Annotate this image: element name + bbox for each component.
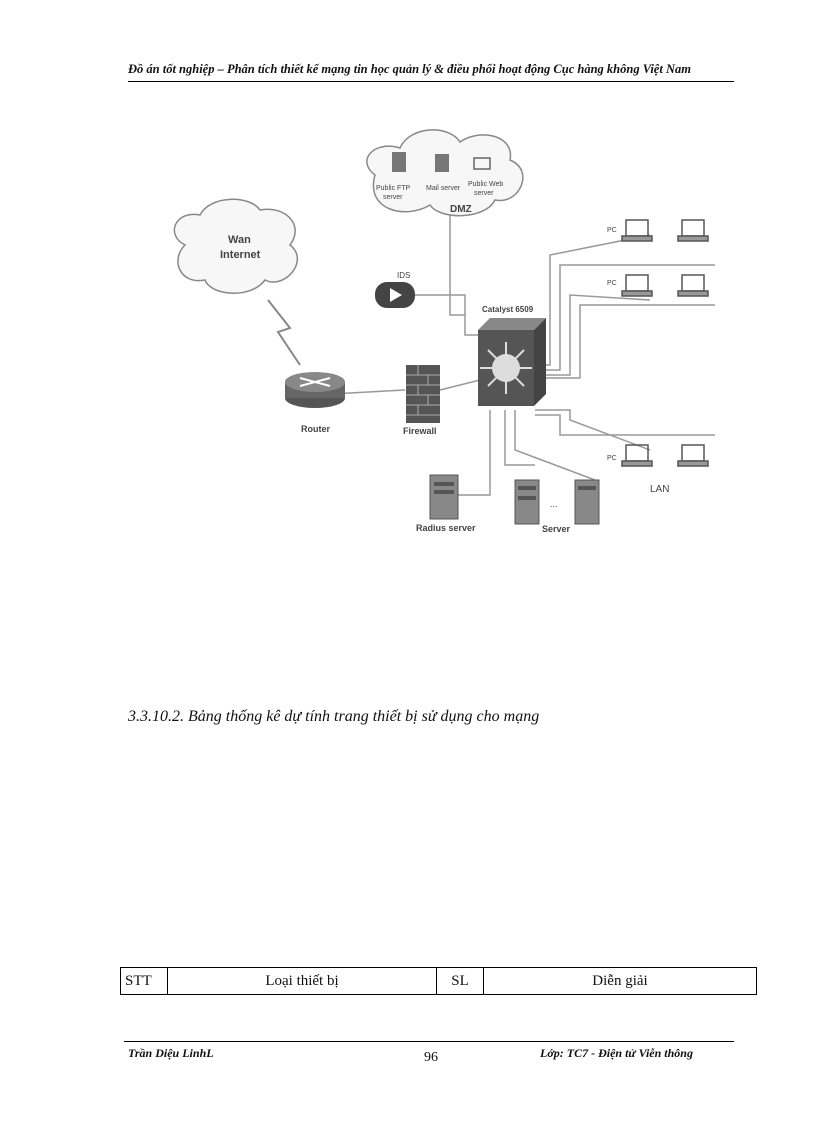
radius-server-icon	[429, 474, 459, 520]
wan-label: Wan	[228, 234, 251, 246]
router-label: Router	[301, 424, 330, 434]
pc-group	[621, 219, 709, 467]
pc-label-3: PC	[607, 455, 617, 462]
catalyst-switch: Catalyst 6509	[478, 305, 546, 406]
radius-server-label: Radius server	[416, 523, 476, 533]
pc-icon-6	[681, 444, 705, 462]
mail-server-label: Mail server	[426, 185, 461, 192]
ids-icon	[390, 288, 402, 302]
column-header-description: Diễn giải	[483, 967, 757, 995]
footer-rule	[124, 1041, 734, 1042]
mail-server-icon	[435, 154, 449, 172]
web-server-label: Public Web	[468, 181, 503, 188]
footer-author: Trần Diệu LinhL	[128, 1046, 214, 1060]
server-label: Server	[542, 524, 571, 534]
ids-label: IDS	[397, 271, 410, 280]
firewall-label: Firewall	[403, 426, 437, 436]
table-header-row: STT Loại thiết bị SL Diễn giải	[120, 967, 757, 995]
firewall-icon	[406, 365, 440, 416]
router-icon	[299, 377, 331, 387]
connection-lines	[312, 190, 715, 496]
pc-icon-3	[625, 274, 649, 292]
page-header: Đồ án tốt nghiệp – Phân tích thiết kế mạ…	[128, 62, 691, 76]
section-heading: 3.3.10.2. Bảng thống kê dự tính trang th…	[128, 708, 540, 725]
equipment-table: STT Loại thiết bị SL Diễn giải	[120, 967, 757, 995]
column-header-stt: STT	[120, 967, 168, 995]
pc-icon-2	[681, 219, 705, 237]
column-header-qty: SL	[436, 967, 484, 995]
radius-server: Radius server	[416, 474, 476, 533]
ftp-server-icon	[392, 152, 406, 172]
pc-label-2: PC	[607, 280, 617, 287]
page-number: 96	[424, 1050, 438, 1065]
ftp-server-label-2: server	[383, 194, 403, 201]
switch-label: Catalyst 6509	[482, 305, 534, 314]
column-header-type: Loại thiết bị	[167, 967, 437, 995]
wan-cloud: Wan Internet	[173, 198, 298, 294]
router-device: Router	[285, 372, 345, 434]
web-server-label-2: server	[474, 190, 494, 197]
lan-label: LAN	[650, 484, 669, 495]
pc-icon-4	[681, 274, 705, 292]
dmz-label: DMZ	[450, 204, 472, 215]
firewall-device: Firewall	[403, 365, 440, 436]
header-rule	[128, 81, 734, 82]
ids-device: IDS	[375, 271, 415, 308]
pc-icon-1	[625, 219, 649, 237]
server-group: ... Server	[514, 479, 600, 534]
wan-link-icon	[267, 299, 301, 366]
internet-label: Internet	[220, 249, 261, 261]
server-ellipsis: ...	[550, 499, 558, 509]
footer-class: Lớp: TC7 - Điện tử Viễn thông	[540, 1046, 693, 1060]
pc-label-1: PC	[607, 227, 617, 234]
ftp-server-label: Public FTP	[376, 185, 411, 192]
network-diagram: Public FTP server Mail server Public Web…	[173, 129, 715, 534]
web-server-icon	[473, 157, 491, 170]
dmz-cloud: Public FTP server Mail server Public Web…	[366, 129, 524, 217]
